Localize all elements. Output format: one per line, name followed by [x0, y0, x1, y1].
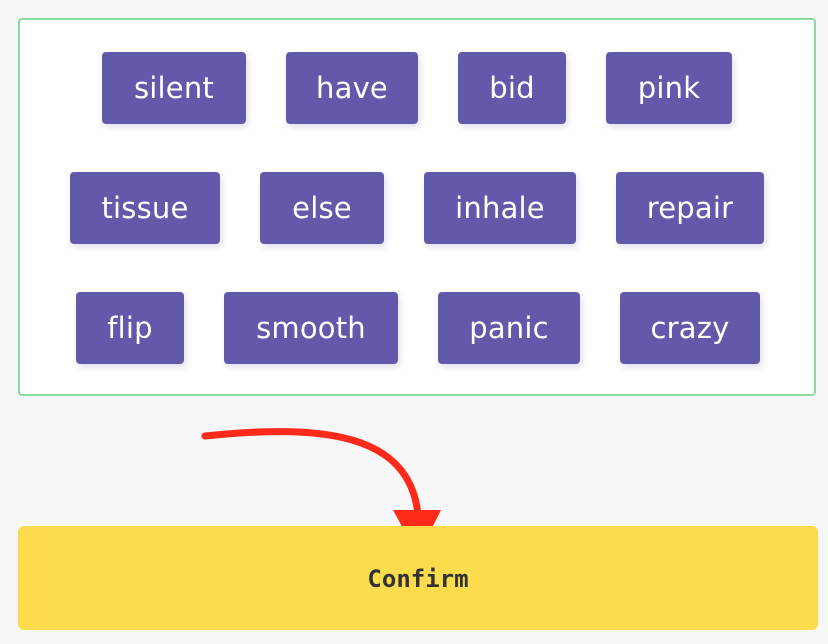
word-button-repair[interactable]: repair — [616, 172, 764, 244]
word-button-else[interactable]: else — [260, 172, 384, 244]
word-button-bid[interactable]: bid — [458, 52, 566, 124]
word-button-inhale[interactable]: inhale — [424, 172, 576, 244]
word-button-crazy[interactable]: crazy — [620, 292, 760, 364]
word-button-flip[interactable]: flip — [76, 292, 184, 364]
word-button-silent[interactable]: silent — [102, 52, 246, 124]
word-button-tissue[interactable]: tissue — [70, 172, 220, 244]
word-button-have[interactable]: have — [286, 52, 418, 124]
word-button-panic[interactable]: panic — [438, 292, 580, 364]
confirm-button[interactable]: Confirm — [18, 526, 818, 630]
word-button-pink[interactable]: pink — [606, 52, 732, 124]
word-button-smooth[interactable]: smooth — [224, 292, 398, 364]
